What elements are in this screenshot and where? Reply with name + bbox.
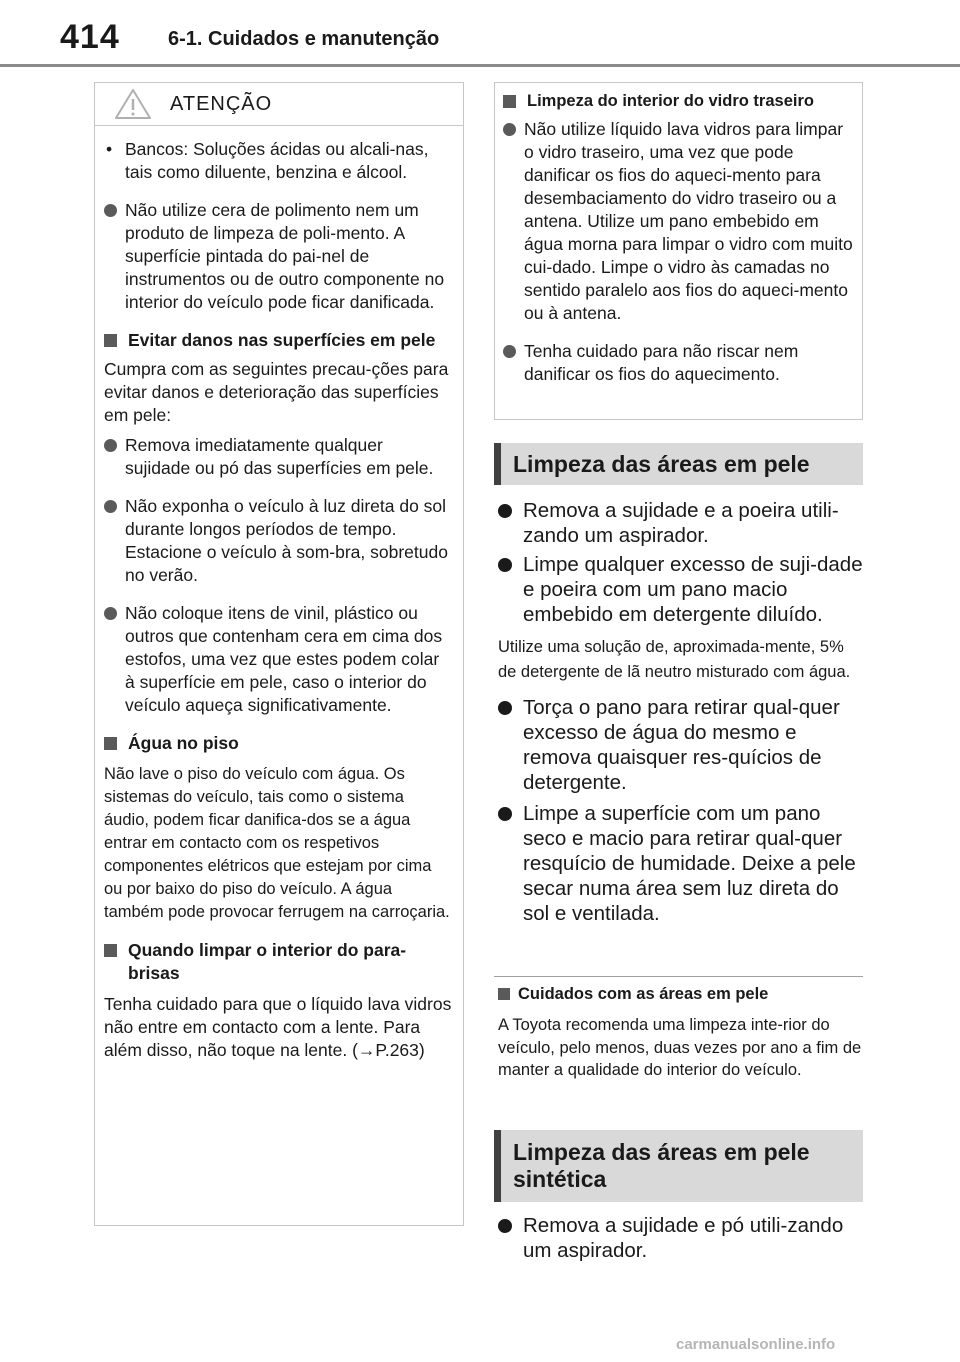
bullet-icon (498, 558, 512, 572)
subheading-floor-water: Água no piso (104, 732, 452, 755)
synthetic-steps: Remova a sujidade e pó utili-zando um as… (498, 1213, 864, 1263)
warning-item-polish: Não utilize cera de polimento nem um pro… (104, 199, 452, 314)
synthetic-step-vacuum: Remova a sujidade e pó utili-zando um as… (498, 1213, 864, 1263)
warning-item-sunlight: Não exponha o veículo à luz direta do so… (104, 495, 452, 587)
rear-window-body: Limpeza do interior do vidro traseiro Nã… (503, 90, 855, 386)
square-marker-icon (498, 988, 510, 1000)
leather-step-vacuum: Remova a sujidade e a poeira utili-zando… (498, 498, 864, 548)
warning-item-vinyl: Não coloque itens de vinil, plástico ou … (104, 602, 452, 717)
leather-care-text: A Toyota recomenda uma limpeza inte-rior… (498, 1016, 862, 1079)
paragraph-precautions: Cumpra com as seguintes precau-ções para… (104, 359, 449, 425)
bullet-icon (104, 500, 117, 513)
page-number: 414 (60, 18, 120, 56)
leather-step-wipe: Limpe qualquer excesso de suji-dade e po… (498, 552, 864, 627)
leather-care: Cuidados com as áreas em pele A Toyota r… (498, 983, 864, 1082)
leather-step-wring: Torça o pano para retirar qual-quer exce… (498, 695, 864, 795)
section-divider (494, 976, 863, 977)
rear-window-heading: Limpeza do interior do vidro traseiro (503, 90, 855, 113)
rear-window-item-scratch: Tenha cuidado para não riscar nem danifi… (503, 340, 855, 386)
bullet-icon (498, 504, 512, 518)
bullet-icon (498, 701, 512, 715)
bullet-icon (503, 345, 516, 358)
warning-header (94, 82, 464, 126)
paragraph-floor-water: Não lave o piso do veículo com água. Os … (104, 765, 450, 921)
bullet-icon (498, 1219, 512, 1233)
subheading-windshield: Quando limpar o interior do para-brisas (104, 939, 452, 985)
bullet-icon (498, 807, 512, 821)
watermark: carmanualsonline.info (676, 1336, 836, 1353)
header-divider (0, 64, 960, 67)
square-marker-icon (104, 334, 117, 347)
warning-item-remove-dirt: Remova imediatamente qualquer sujidade o… (104, 434, 452, 480)
section-title: 6-1. Cuidados e manutenção (168, 28, 440, 50)
warning-box (94, 82, 464, 1226)
subheading-leather-damage: Evitar danos nas superfícies em pele (104, 329, 452, 352)
bullet-icon (503, 123, 516, 136)
warning-triangle-icon (115, 89, 151, 119)
bullet-icon (104, 439, 117, 452)
section-heading-leather: Limpeza das áreas em pele (494, 443, 863, 485)
bullet-icon (104, 204, 117, 217)
square-marker-icon (503, 95, 516, 108)
warning-item-seats: • Bancos: Soluções ácidas ou alcali-nas,… (106, 139, 429, 182)
leather-note: Utilize uma solução de, aproximada-mente… (498, 638, 851, 681)
warning-body: • Bancos: Soluções ácidas ou alcali-nas,… (104, 138, 452, 1062)
warning-title: ATENÇÃO (170, 93, 273, 115)
square-marker-icon (104, 737, 117, 750)
page-header (0, 0, 960, 66)
square-marker-icon (104, 944, 117, 957)
section-heading-synthetic-leather: Limpeza das áreas em pele sintética (494, 1130, 863, 1202)
paragraph-windshield: Tenha cuidado para que o líquido lava vi… (104, 994, 452, 1060)
leather-step-dry: Limpe a superfície com um pano seco e ma… (498, 801, 864, 926)
leather-steps: Remova a sujidade e a poeira utili-zando… (498, 498, 864, 926)
leather-care-heading: Cuidados com as áreas em pele (498, 983, 864, 1006)
rear-window-item-cleaner: Não utilize líquido lava vidros para lim… (503, 118, 855, 325)
bullet-icon (104, 607, 117, 620)
rear-window-box (494, 82, 863, 420)
